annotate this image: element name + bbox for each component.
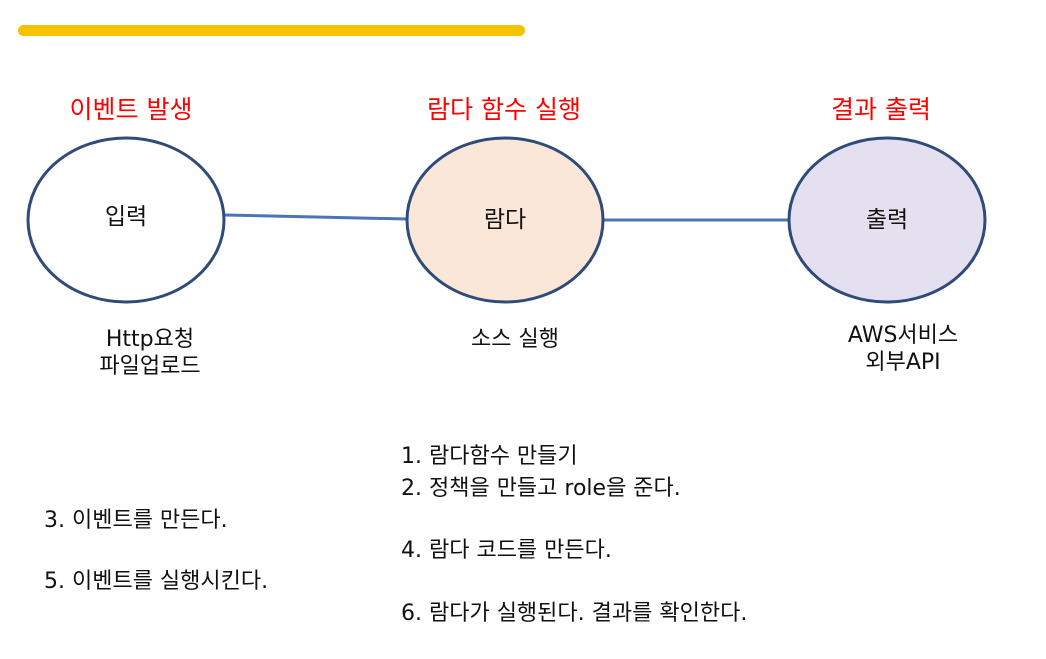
stage-title-event: 이벤트 발생 xyxy=(69,95,193,124)
accent-bar xyxy=(18,25,525,36)
lambda-node-label: 람다 xyxy=(483,207,527,233)
lambda-caption-line: 소스 실행 xyxy=(471,327,559,352)
input-caption: Http요청 파일업로드 xyxy=(20,326,280,380)
step-item: 2. 정책을 만들고 role을 준다. xyxy=(401,476,681,501)
lambda-caption: 소스 실행 xyxy=(385,326,645,353)
output-caption: AWS서비스 외부API xyxy=(773,322,1033,376)
lambda-node xyxy=(405,136,605,304)
output-node-label: 출력 xyxy=(865,207,909,233)
output-caption-line: AWS서비스 xyxy=(847,323,959,348)
step-item: 4. 람다 코드를 만든다. xyxy=(401,538,612,563)
output-node xyxy=(787,136,987,304)
input-node-label: 입력 xyxy=(104,204,148,230)
output-caption-line: 외부API xyxy=(865,350,941,375)
stage-title-lambda: 람다 함수 실행 xyxy=(427,95,581,124)
input-caption-line: Http요청 xyxy=(105,327,195,352)
step-item: 6. 람다가 실행된다. 결과를 확인한다. xyxy=(401,601,748,626)
step-item: 1. 람다함수 만들기 xyxy=(401,444,578,469)
step-item: 5. 이벤트를 실행시킨다. xyxy=(44,569,269,594)
step-item: 3. 이벤트를 만든다. xyxy=(44,508,228,533)
input-node xyxy=(26,136,226,304)
connector-input-to-lambda xyxy=(224,213,408,221)
input-caption-line: 파일업로드 xyxy=(99,354,201,379)
stage-title-result: 결과 출력 xyxy=(831,95,931,124)
